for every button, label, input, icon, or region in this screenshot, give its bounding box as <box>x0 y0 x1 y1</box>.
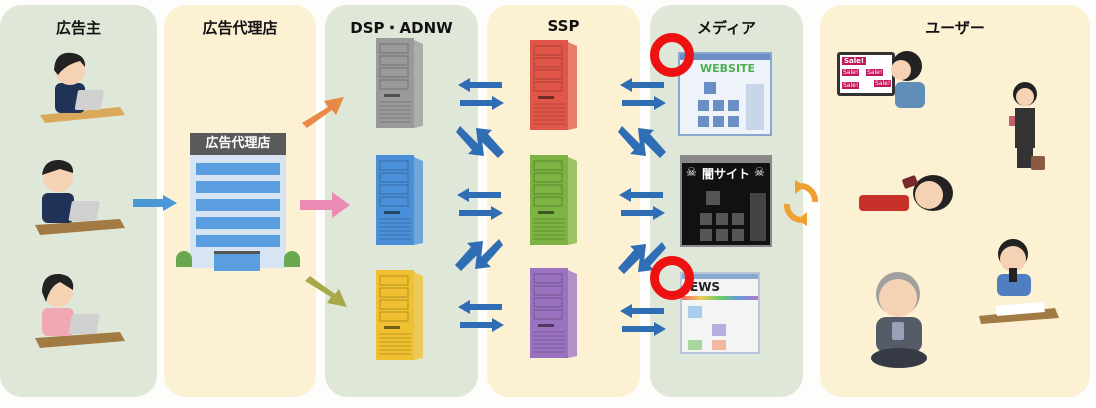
skull-icon: ☠ <box>754 165 765 179</box>
media-site-website: WEBSITE <box>678 52 772 136</box>
server-purple-icon <box>530 268 577 358</box>
bidirectional-arrow-icon <box>619 188 665 220</box>
column-title: メディア <box>697 19 756 37</box>
sale-text: Sale! <box>866 69 884 76</box>
arrow-down-right-icon <box>305 276 347 307</box>
server-green-icon <box>530 155 577 245</box>
advertiser-woman-icon <box>35 273 125 348</box>
sale-text: Sale! <box>842 57 867 65</box>
circle-mark-icon <box>650 256 694 300</box>
column-title: ユーザー <box>925 19 985 37</box>
bidirectional-diagonal-arrow-icon <box>455 239 503 271</box>
bidirectional-arrow-icon <box>457 188 503 220</box>
sale-text: Sale! <box>874 80 892 87</box>
skull-icon: ☠ <box>686 165 697 179</box>
server-red-icon <box>530 40 577 130</box>
site-label: WEBSITE <box>700 62 756 75</box>
building-sign: 広告代理店 <box>190 133 286 155</box>
column-title: 広告代理店 <box>202 19 278 37</box>
arrow-right-pink-icon <box>300 192 350 218</box>
bidirectional-diagonal-arrow-icon <box>618 242 666 274</box>
sale-text: Sale! <box>842 82 860 89</box>
agency-building-icon: 広告代理店 <box>176 133 300 271</box>
circle-mark-icon <box>650 33 694 77</box>
bidirectional-diagonal-arrow-icon <box>618 126 666 158</box>
user-woman-phone-icon <box>1009 82 1045 170</box>
arrow-up-right-icon <box>302 97 344 128</box>
user-monitor-icon: Sale! Sale! Sale! Sale! Sale! <box>837 52 895 96</box>
column-title: SSP <box>547 17 580 35</box>
advertiser-man-icon <box>35 159 125 235</box>
advertiser-woman-glasses-icon <box>40 52 125 123</box>
site-label: EWS <box>690 280 721 294</box>
server-yellow-icon <box>376 270 423 360</box>
user-elderly-man-icon <box>871 272 927 368</box>
bidirectional-arrow-icon <box>458 78 504 110</box>
media-site-dark: ☠ 闇サイト ☠ <box>680 155 772 247</box>
bidirectional-arrow-icon <box>458 300 504 332</box>
column-title: DSP・ADNW <box>350 19 453 37</box>
server-gray-icon <box>376 38 423 128</box>
server-blue-icon <box>376 155 423 245</box>
site-label: 闇サイト <box>702 167 751 181</box>
media-site-news: EWS <box>680 272 760 354</box>
cycle-arrows-icon <box>783 180 819 226</box>
bidirectional-arrow-icon <box>620 78 666 110</box>
column-title: 広告主 <box>55 19 101 37</box>
arrow-right-icon <box>133 195 177 211</box>
user-child-lying-icon <box>859 175 953 211</box>
user-student-icon <box>979 239 1059 324</box>
sale-text: Sale! <box>842 69 860 76</box>
bidirectional-arrow-icon <box>620 304 666 336</box>
bidirectional-diagonal-arrow-icon <box>456 126 504 158</box>
user-person-pc-icon <box>891 51 925 108</box>
